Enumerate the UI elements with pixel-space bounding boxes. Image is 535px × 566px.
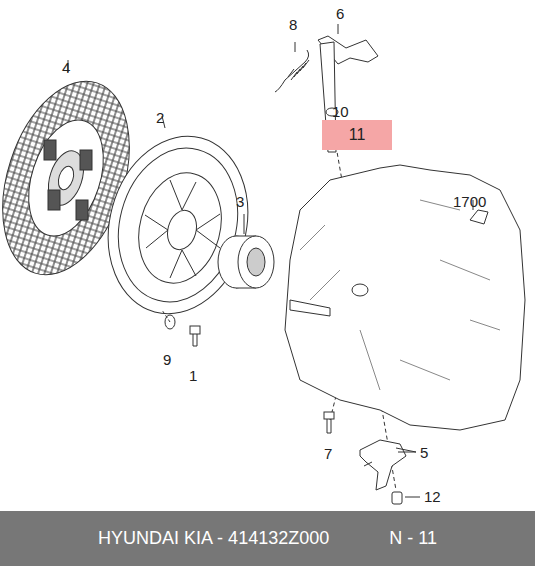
callout-number: 7 [324, 446, 332, 461]
pressure-plate [89, 116, 267, 330]
callout-number: 6 [336, 6, 344, 21]
bushing [392, 492, 402, 504]
callout-number: 5 [420, 445, 428, 460]
callout-number: 4 [62, 60, 70, 75]
callout-number: 8 [289, 17, 297, 32]
callout-number: 3 [236, 194, 244, 209]
bolt [190, 326, 200, 346]
node-text: 11 [349, 126, 366, 144]
callout-number: 10 [332, 104, 349, 119]
part-number-bar: HYUNDAI KIA - 414132Z000 N - 11 [0, 511, 535, 566]
release-bearing [218, 214, 274, 288]
bolt [324, 412, 334, 433]
node-subtext: N - 11 [389, 528, 437, 549]
washer [162, 310, 175, 329]
callout-number: 12 [424, 489, 441, 504]
node-text: HYUNDAI KIA - 414132Z000 [98, 528, 329, 549]
callout-number: 2 [156, 110, 164, 125]
transmission-housing [285, 165, 525, 430]
release-fork [360, 440, 416, 490]
callout-number: 1700 [453, 194, 486, 209]
return-spring [275, 42, 309, 92]
callout-number: 9 [163, 352, 171, 367]
highlight-callout: 11 [322, 120, 392, 150]
callout-number: 1 [189, 368, 197, 383]
